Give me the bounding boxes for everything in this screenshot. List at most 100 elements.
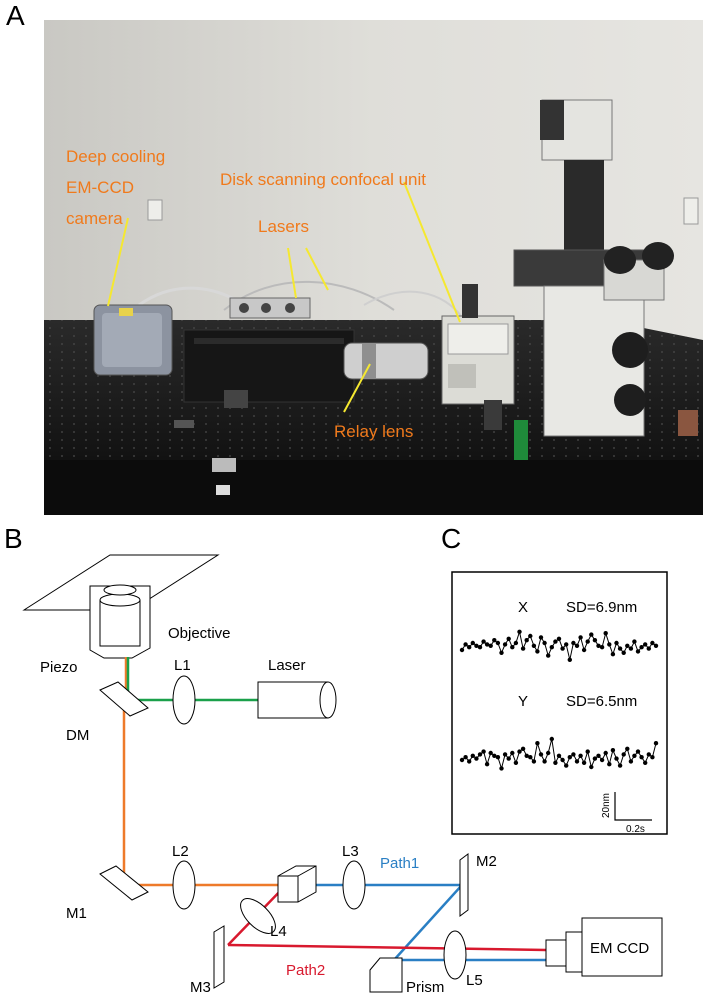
trace-point-y — [463, 755, 468, 760]
trace-point-y — [610, 748, 616, 753]
trace-point-y — [510, 750, 515, 756]
trace-point-y — [499, 766, 504, 771]
label-l1: L1 — [174, 657, 191, 674]
trace-point-x — [538, 635, 544, 640]
label-m3: M3 — [190, 979, 211, 996]
trace-point-x — [653, 643, 659, 648]
trace-point-x — [610, 652, 616, 657]
trace-point-y — [617, 763, 623, 768]
trace-point-y — [628, 759, 634, 764]
setup-photo-illustration — [44, 20, 703, 515]
trace-point-y — [607, 762, 612, 767]
trace-point-y — [535, 741, 540, 746]
trace-point-x — [556, 636, 562, 641]
trace-point-x — [603, 631, 608, 636]
lens-l5 — [443, 930, 467, 980]
trace-point-x — [481, 639, 486, 644]
trace-point-y — [643, 760, 648, 765]
trace-point-y — [639, 755, 644, 760]
trace-point-x — [549, 645, 554, 650]
lens-l1 — [172, 675, 196, 725]
trace-point-x — [524, 638, 529, 643]
beam-splitter-cube — [277, 865, 317, 903]
trace-point-x — [599, 645, 605, 650]
trace-point-x — [589, 632, 594, 637]
annotation-lasers: Lasers — [258, 217, 310, 236]
trace-point-x — [571, 640, 576, 646]
trace-point-x — [635, 649, 641, 654]
relay-lens-cylinder — [343, 342, 429, 380]
trace-point-x — [474, 643, 479, 648]
annotation-confocal-unit: Disk scanning confocal unit — [220, 170, 427, 189]
trace-point-y — [459, 757, 465, 763]
trace-point-x — [495, 640, 501, 646]
trace-point-x — [492, 638, 497, 643]
emccd-coupler — [545, 939, 569, 967]
trace-point-y — [495, 755, 501, 760]
trace-point-x — [592, 638, 598, 643]
mirror-m1 — [99, 865, 149, 901]
label-piezo: Piezo — [40, 659, 78, 676]
lens-l3 — [342, 860, 366, 910]
laser-tube — [257, 681, 329, 719]
trace-point-y — [481, 749, 486, 754]
trace-point-x — [578, 635, 583, 640]
table-edge — [44, 460, 703, 515]
mirror-m3 — [213, 925, 225, 989]
trace-point-y — [571, 752, 576, 757]
trace-point-x — [614, 640, 619, 646]
setup-photograph: Deep cooling EM-CCD camera Lasers Disk s… — [44, 20, 703, 515]
trace-point-y — [567, 755, 572, 760]
trace-point-y — [635, 749, 641, 754]
trace-point-x — [607, 642, 612, 647]
annotation-relay-lens: Relay lens — [334, 422, 414, 441]
panel-letter-a: A — [6, 0, 25, 31]
trace-point-y — [592, 756, 598, 761]
trace-point-y — [574, 759, 580, 764]
trace-point-y — [646, 752, 651, 757]
trace-point-y — [484, 762, 490, 767]
trace-point-x — [643, 642, 648, 647]
trace-point-y — [596, 753, 601, 758]
trace-point-y — [621, 752, 626, 757]
trace-y-label: Y — [518, 693, 528, 710]
trace-point-x — [488, 643, 493, 648]
label-l4: L4 — [270, 923, 287, 940]
trace-point-x — [531, 643, 537, 648]
panel-c-frame — [451, 571, 668, 835]
trace-point-x — [628, 646, 634, 651]
trace-point-x — [470, 640, 475, 646]
trace-point-y — [560, 757, 565, 763]
panel-letter-c: C — [441, 523, 462, 554]
trace-point-y — [538, 752, 544, 757]
label-l3: L3 — [342, 843, 359, 860]
trace-point-x — [546, 653, 551, 658]
trace-point-y — [653, 741, 659, 746]
lens-l4 — [240, 898, 276, 934]
trace-y-sd: SD=6.5nm — [566, 693, 637, 710]
trace-point-y — [585, 749, 590, 754]
trace-point-x — [581, 647, 587, 653]
trace-point-y — [589, 764, 594, 770]
label-prism: Prism — [406, 979, 444, 996]
trace-x-sd: SD=6.9nm — [566, 599, 637, 616]
trace-point-x — [506, 636, 511, 641]
label-emccd: EM CCD — [590, 940, 649, 957]
trace-point-x — [502, 642, 508, 647]
trace-point-y — [528, 755, 533, 760]
trace-point-y — [599, 757, 605, 763]
panel-letter-b: B — [4, 523, 23, 554]
trace-point-y — [492, 753, 497, 758]
label-dm: DM — [66, 727, 89, 744]
trace-point-x — [520, 646, 526, 651]
trace-point-y — [513, 760, 519, 765]
trace-point-y — [564, 763, 569, 768]
label-l5: L5 — [466, 972, 483, 989]
trace-point-x — [535, 649, 540, 654]
trace-point-x — [553, 639, 558, 644]
trace-point-x — [574, 643, 580, 648]
trace-point-x — [596, 643, 601, 648]
label-m1: M1 — [66, 905, 87, 922]
trace-point-y — [625, 746, 630, 751]
trace-point-y — [524, 753, 529, 758]
